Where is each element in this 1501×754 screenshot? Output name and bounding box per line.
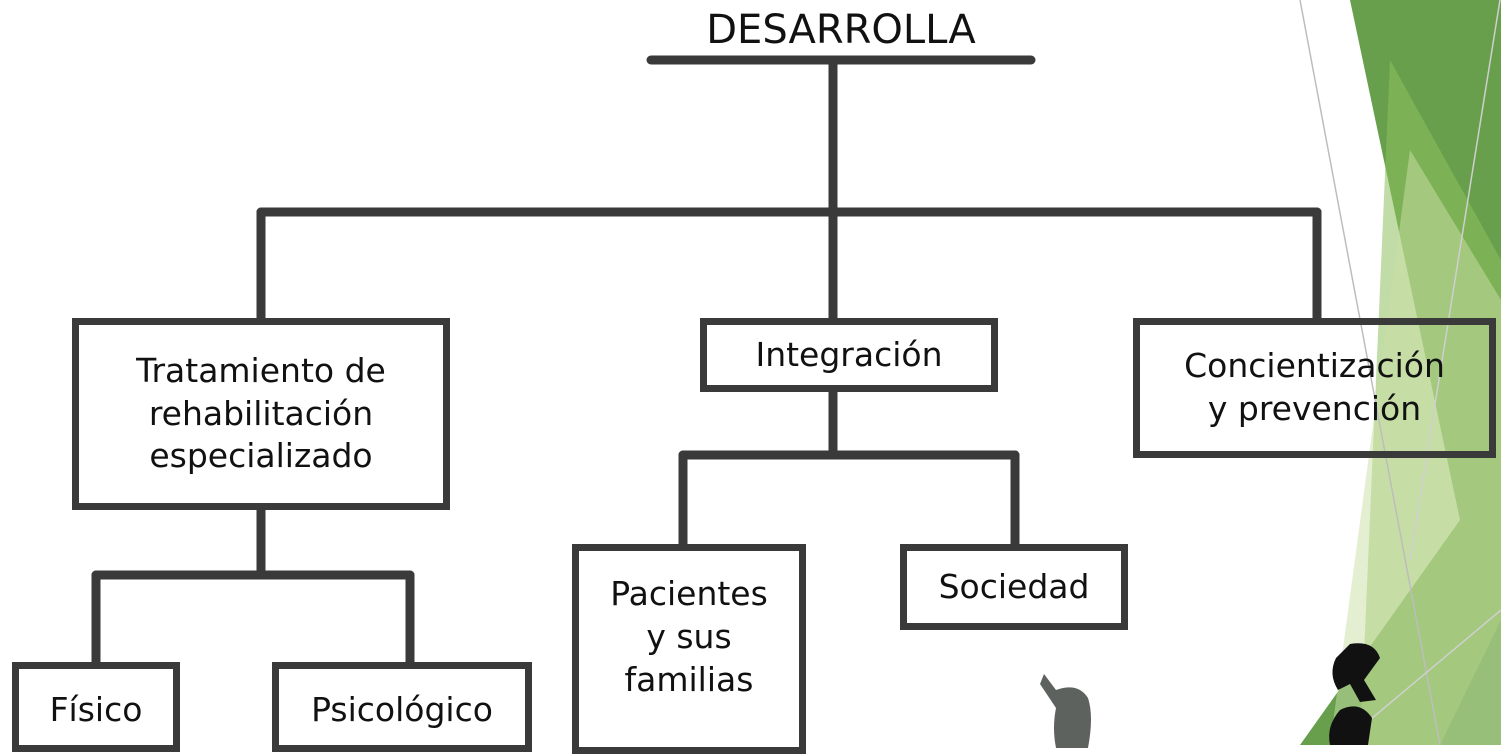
node-text-line: Pacientes xyxy=(610,574,768,613)
node-text-line: familias xyxy=(624,659,754,699)
node-tratamiento: Tratamiento de rehabilitación especializ… xyxy=(72,318,450,510)
node-pacientes: Pacientes y sus familias xyxy=(572,544,806,754)
node-text-line: Psicológico xyxy=(311,690,493,729)
thin-diagonal-line xyxy=(1409,0,1501,561)
node-text-line: y sus xyxy=(646,616,732,656)
node-text-line: especializado xyxy=(149,436,373,476)
node-text-line: Integración xyxy=(755,334,943,374)
thin-diagonal-line xyxy=(1299,0,1441,745)
node-integracion: Integración xyxy=(700,318,998,392)
node-concientizacion: Concientización y prevención xyxy=(1133,318,1496,458)
silhouette-figure xyxy=(1040,674,1091,748)
node-text-line: Sociedad xyxy=(938,566,1090,606)
node-text-line: y prevención xyxy=(1207,389,1422,428)
green-panel-light xyxy=(1330,150,1501,745)
node-text-line: Físico xyxy=(49,690,143,729)
node-sociedad: Sociedad xyxy=(900,544,1128,630)
node-text-line: Concientización xyxy=(1184,346,1445,386)
node-fisico: Físico xyxy=(12,662,180,752)
silhouette-figure xyxy=(1329,643,1380,745)
diagram-title: DESARROLLA xyxy=(706,7,976,53)
node-text-line: Tratamiento de xyxy=(136,350,386,390)
node-psicologico: Psicológico xyxy=(272,662,532,752)
node-text-line: rehabilitación xyxy=(148,393,374,433)
